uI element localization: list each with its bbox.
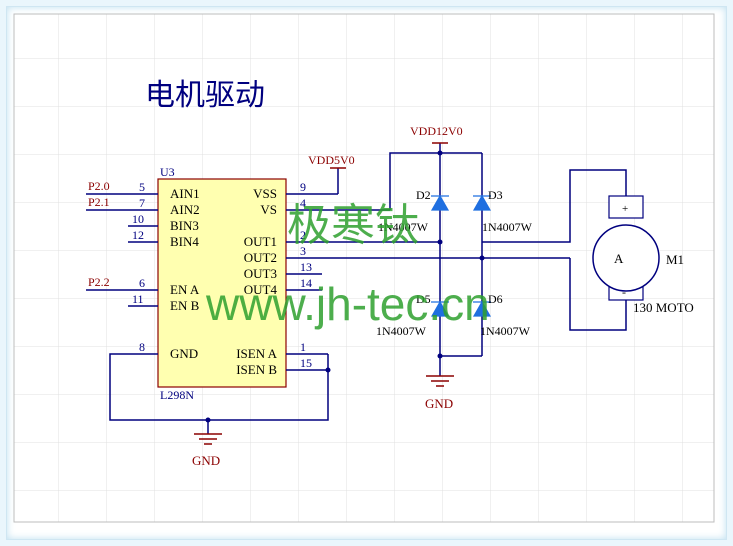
junction-dot xyxy=(325,367,331,373)
pin-name: AIN2 xyxy=(170,202,200,217)
vdd12-label: VDD12V0 xyxy=(410,124,463,138)
motor-part: 130 MOTO xyxy=(633,300,694,315)
diode-part: 1N4007W xyxy=(482,220,533,234)
diode-ref: D3 xyxy=(488,188,503,202)
pin-number: 8 xyxy=(139,340,145,354)
ic-right-pin-lines xyxy=(286,193,570,371)
pin-number: 14 xyxy=(300,276,312,290)
diode-part: 1N4007W xyxy=(376,324,427,338)
pin-name: AIN1 xyxy=(170,186,200,201)
junction-dot xyxy=(437,353,443,359)
pin-name: EN A xyxy=(170,282,200,297)
pin-name: OUT4 xyxy=(244,282,278,297)
pin-name: BIN3 xyxy=(170,218,199,233)
gnd-symbol xyxy=(194,433,222,445)
bridge-gnd-symbol xyxy=(426,375,454,387)
pin-name: VS xyxy=(260,202,277,217)
page-title: 电机驱动 xyxy=(145,78,265,113)
bridge-gnd-label: GND xyxy=(425,396,453,411)
pin-number: 13 xyxy=(300,260,312,274)
pin-name: OUT2 xyxy=(244,250,277,265)
bridge-wires xyxy=(389,143,627,376)
pin-number: 6 xyxy=(139,276,145,290)
junction-dot xyxy=(205,417,211,423)
pin-number: 7 xyxy=(139,196,145,210)
pin-number: 9 xyxy=(300,180,306,194)
gnd-label: GND xyxy=(192,453,220,468)
pin-name: VSS xyxy=(253,186,277,201)
ic-body xyxy=(157,178,287,388)
motor-ref: M1 xyxy=(666,252,684,267)
pin-number: 4 xyxy=(300,196,306,210)
diode-ref: D2 xyxy=(416,188,431,202)
diode-d6-icon xyxy=(472,300,492,317)
ic-ref: U3 xyxy=(160,165,175,179)
diode-ref: D5 xyxy=(416,292,431,306)
pin-number: 2 xyxy=(300,228,306,242)
pin-name: BIN4 xyxy=(170,234,199,249)
diode-d2-icon xyxy=(430,194,450,211)
ic-left-pin-lines xyxy=(86,193,158,355)
diode-ref: D6 xyxy=(488,292,503,306)
net-label: P2.1 xyxy=(88,195,110,209)
motor-m1: + - A xyxy=(592,195,660,301)
pin-name: ISEN B xyxy=(236,362,277,377)
junction-dot xyxy=(437,239,443,245)
vdd12-power-port: VDD12V0 xyxy=(410,124,463,144)
motor-minus: - xyxy=(622,285,626,299)
junction-dot xyxy=(437,150,443,156)
pin-number: 10 xyxy=(132,212,144,226)
vdd5-label: VDD5V0 xyxy=(308,153,355,167)
pin-number: 1 xyxy=(300,340,306,354)
diode-part: 1N4007W xyxy=(378,220,429,234)
pin-name: OUT1 xyxy=(244,234,277,249)
watermark-url: www.jh-tec.cn xyxy=(205,278,490,330)
net-label: P2.2 xyxy=(88,275,110,289)
pin-name: ISEN A xyxy=(236,346,277,361)
pin-name: EN B xyxy=(170,298,200,313)
junction-dot xyxy=(479,255,485,261)
pin-name: GND xyxy=(170,346,198,361)
net-label: P2.0 xyxy=(88,179,110,193)
drawing-border xyxy=(13,13,715,523)
diode-symbols xyxy=(430,194,492,317)
pin-name: OUT3 xyxy=(244,266,277,281)
pin-number: 3 xyxy=(300,244,306,258)
pin-number: 15 xyxy=(300,356,312,370)
vdd5-power-port: VDD5V0 xyxy=(308,153,355,194)
motor-plus: + xyxy=(622,203,628,215)
motor-icon xyxy=(592,224,660,292)
pin-number: 12 xyxy=(132,228,144,242)
ic-part: L298N xyxy=(160,388,194,402)
diode-d5-icon xyxy=(430,300,450,317)
pin-number: 5 xyxy=(139,180,145,194)
pin-number: 11 xyxy=(132,292,144,306)
diode-part: 1N4007W xyxy=(480,324,531,338)
diode-d3-icon xyxy=(472,194,492,211)
watermark-cn: 极寒钛 xyxy=(287,200,419,251)
motor-symbol: A xyxy=(614,251,624,266)
